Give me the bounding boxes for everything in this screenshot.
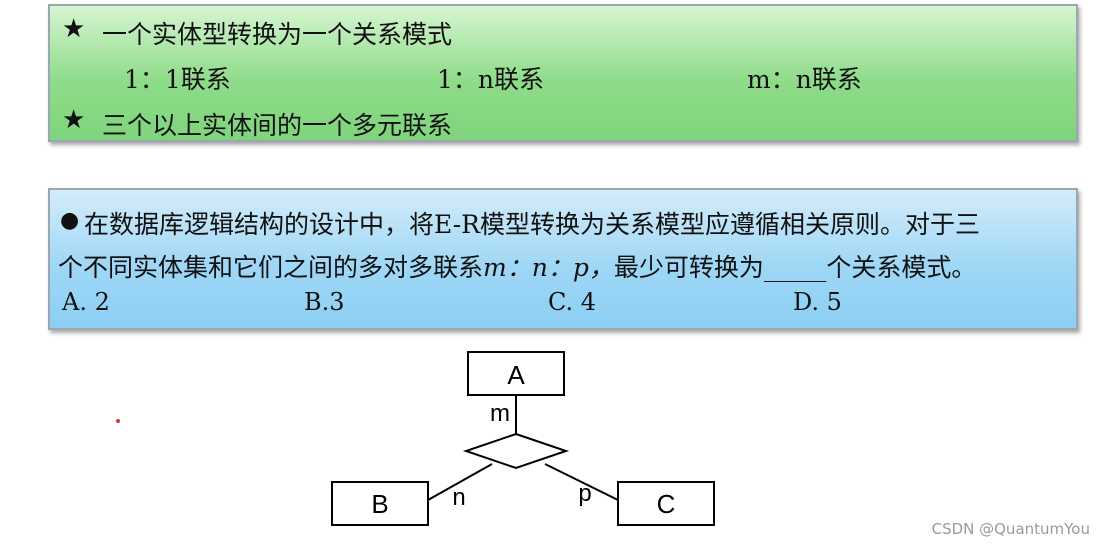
star-icon: ★ [62, 105, 86, 135]
edge-c [544, 463, 619, 501]
entity-c-label: C [657, 489, 676, 519]
rule-1-n: 1：n联系 [437, 65, 545, 94]
relationship-diamond [462, 432, 570, 470]
entity-b-box [331, 481, 429, 526]
stray-dot [116, 419, 120, 423]
question-line2-text: 个不同实体集和它们之间的多对多联系 [58, 253, 484, 282]
question-math: m：n：p， [483, 253, 614, 282]
question-line2-tail: 最少可转换为_____个关系模式。 [613, 253, 977, 282]
entity-a-label: A [507, 360, 525, 390]
bullet-icon: ● [60, 208, 80, 233]
star-icon: ★ [62, 14, 86, 44]
watermark: CSDN @QuantumYou [931, 520, 1090, 538]
entity-a-box [467, 351, 565, 396]
question-panel: ● 在数据库逻辑结构的设计中，将E-R模型转换为关系模型应遵循相关原则。对于三 … [48, 188, 1078, 330]
option-d[interactable]: D. 5 [793, 288, 842, 316]
rule-multi-entity: 三个以上实体间的一个多元联系 [102, 111, 453, 140]
option-a[interactable]: A. 2 [62, 288, 110, 316]
entity-b-label: B [371, 489, 388, 519]
rules-panel: ★ 一个实体型转换为一个关系模式 1：1联系 1：n联系 m：n联系 ★ 三个以… [48, 4, 1078, 142]
cardinality-n: n [452, 484, 465, 511]
option-c[interactable]: C. 4 [548, 288, 597, 316]
entity-c-box [617, 481, 715, 526]
cardinality-m: m [490, 400, 510, 427]
question-line2: 个不同实体集和它们之间的多对多联系m：n：p，最少可转换为_____个关系模式。 [58, 248, 976, 284]
question-line1: 在数据库逻辑结构的设计中，将E-R模型转换为关系模型应遵循相关原则。对于三 [84, 210, 980, 239]
rule-1-1: 1：1联系 [124, 65, 231, 94]
cardinality-p: p [578, 480, 591, 507]
rule-one-entity: 一个实体型转换为一个关系模式 [102, 20, 453, 49]
edge-b [427, 463, 493, 501]
rule-m-n: m：n联系 [747, 65, 862, 94]
option-b[interactable]: B.3 [304, 288, 345, 316]
